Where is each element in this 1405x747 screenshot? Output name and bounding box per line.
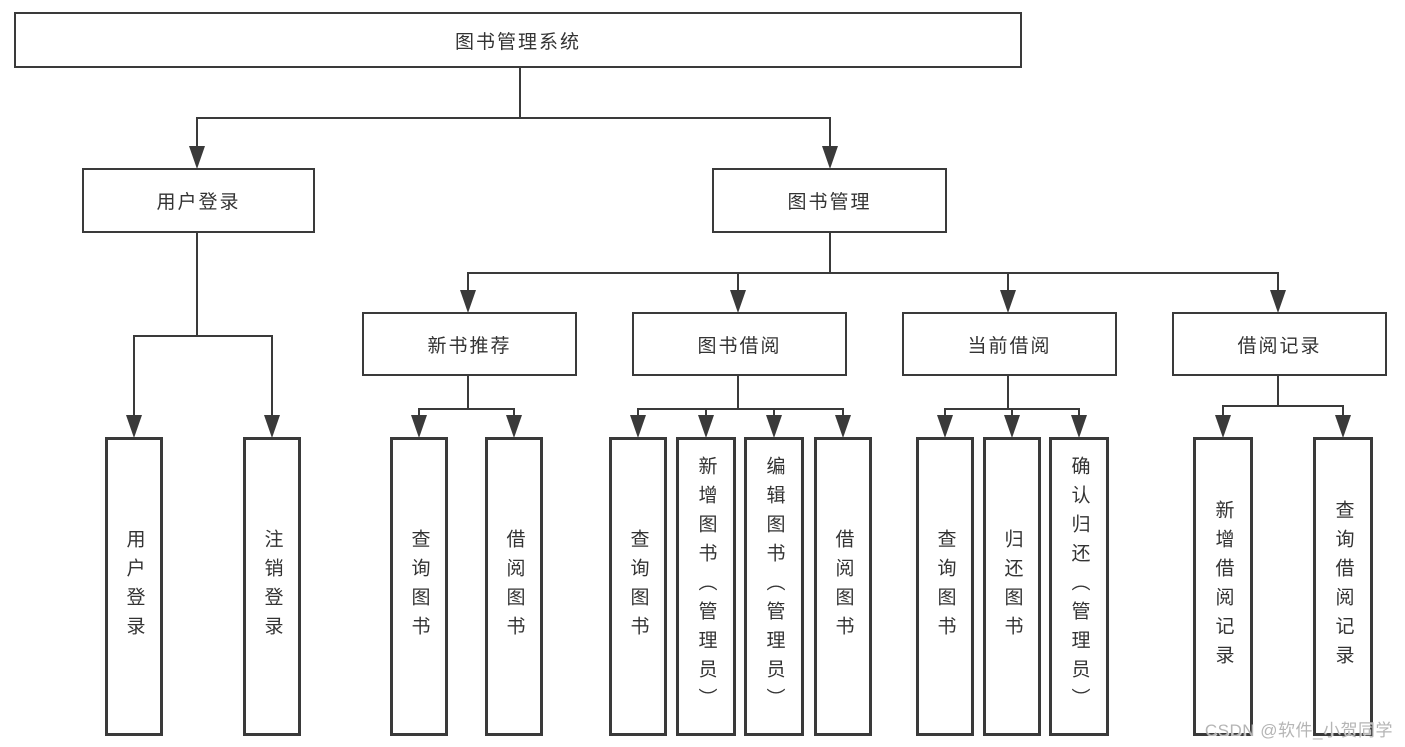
leaf-query-books-borrow: 查询图书 bbox=[609, 437, 667, 736]
node-label: 图书管理系统 bbox=[454, 31, 581, 53]
leaf-add-borrow-record: 新增借阅记录 bbox=[1193, 437, 1253, 736]
leaf-confirm-return-admin: 确认归还（管理员） bbox=[1049, 437, 1109, 736]
leaf-label: 归还图书 bbox=[1001, 528, 1023, 645]
node-label: 图书管理 bbox=[787, 192, 872, 213]
leaf-return-books: 归还图书 bbox=[983, 437, 1041, 736]
leaf-label: 新增借阅记录 bbox=[1212, 499, 1234, 674]
node-current-borrowing: 当前借阅 bbox=[902, 312, 1117, 376]
leaf-label: 用户登录 bbox=[123, 528, 145, 645]
node-new-book-recommendation: 新书推荐 bbox=[362, 312, 577, 376]
connector-root-to-level2 bbox=[189, 67, 838, 169]
node-book-management: 图书管理 bbox=[712, 168, 947, 233]
leaf-query-books-current: 查询图书 bbox=[916, 437, 974, 736]
node-label: 新书推荐 bbox=[427, 335, 512, 357]
node-borrowing-records: 借阅记录 bbox=[1172, 312, 1387, 376]
leaf-user-login: 用户登录 bbox=[105, 437, 163, 736]
connector-book-borrow-children bbox=[630, 375, 851, 438]
leaf-label: 查询图书 bbox=[627, 528, 649, 645]
leaf-label: 查询图书 bbox=[934, 528, 956, 645]
csdn-watermark: CSDN @软件_小贺同学 bbox=[1204, 721, 1393, 740]
leaf-label: 确认归还（管理员） bbox=[1068, 456, 1090, 717]
node-label: 借阅记录 bbox=[1237, 335, 1322, 357]
leaf-query-books-recommend: 查询图书 bbox=[390, 437, 448, 736]
connector-borrow-record-children bbox=[1215, 375, 1351, 438]
node-label: 图书借阅 bbox=[697, 335, 782, 357]
leaf-edit-books-admin: 编辑图书（管理员） bbox=[744, 437, 804, 736]
leaf-add-books-admin: 新增图书（管理员） bbox=[676, 437, 736, 736]
leaf-label: 新增图书（管理员） bbox=[695, 456, 717, 717]
connector-current-borrow-children bbox=[937, 375, 1087, 438]
leaf-label: 查询图书 bbox=[408, 528, 430, 645]
leaf-label: 注销登录 bbox=[261, 528, 283, 645]
leaf-logout: 注销登录 bbox=[243, 437, 301, 736]
leaf-query-borrow-record: 查询借阅记录 bbox=[1313, 437, 1373, 736]
node-label: 当前借阅 bbox=[967, 335, 1052, 357]
connector-new-book-children bbox=[411, 375, 522, 438]
leaf-borrow-books: 借阅图书 bbox=[814, 437, 872, 736]
leaf-label: 查询借阅记录 bbox=[1332, 499, 1354, 674]
node-label: 用户登录 bbox=[156, 192, 241, 213]
node-user-login: 用户登录 bbox=[82, 168, 315, 233]
leaf-label: 编辑图书（管理员） bbox=[763, 456, 785, 717]
connector-user-login-children bbox=[126, 232, 280, 438]
connector-book-mgmt-to-level3 bbox=[460, 232, 1286, 313]
leaf-borrow-books-recommend: 借阅图书 bbox=[485, 437, 543, 736]
node-book-borrowing: 图书借阅 bbox=[632, 312, 847, 376]
leaf-label: 借阅图书 bbox=[503, 528, 525, 645]
leaf-label: 借阅图书 bbox=[832, 528, 854, 645]
node-library-management-system: 图书管理系统 bbox=[14, 12, 1022, 68]
